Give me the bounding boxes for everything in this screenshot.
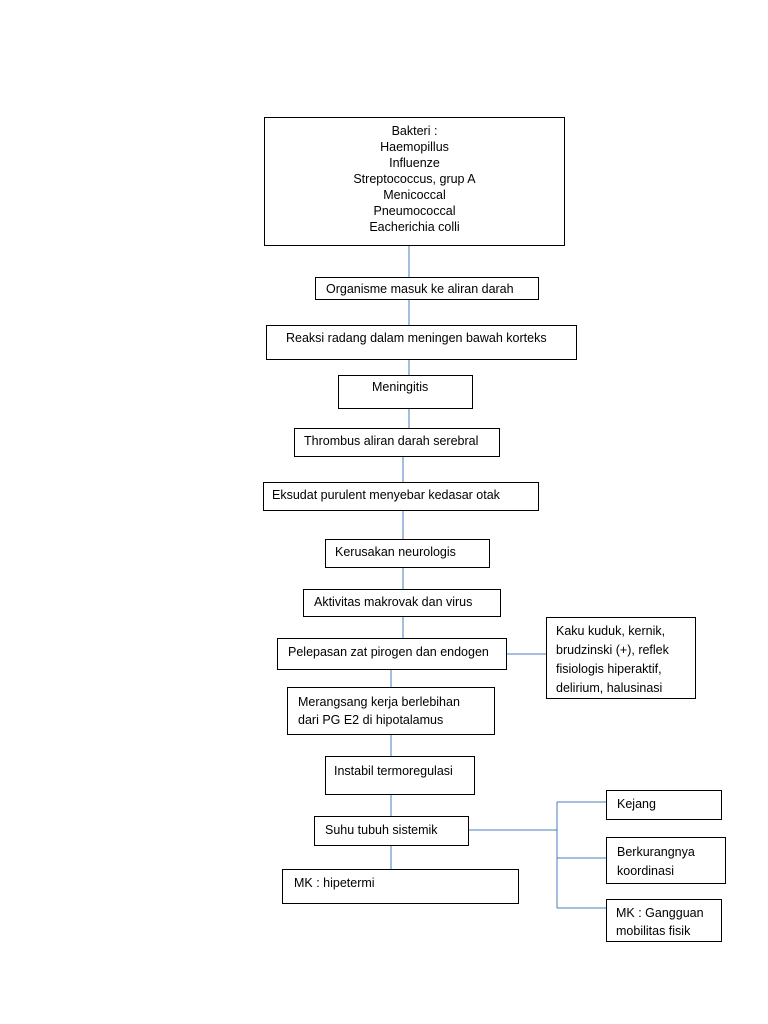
node-suhu: Suhu tubuh sistemik	[314, 816, 469, 846]
node-berkurangnya: Berkurangnya koordinasi	[606, 837, 726, 884]
node-kaku-line-1: Kaku kuduk, kernik,	[556, 624, 666, 638]
node-meningitis-line-1: Meningitis	[372, 380, 429, 394]
node-thrombus-line-1: Thrombus aliran darah serebral	[304, 434, 479, 448]
node-kejang: Kejang	[606, 790, 722, 820]
node-gangguan-line-2: mobilitas fisik	[616, 924, 691, 938]
node-eksudat: Eksudat purulent menyebar kedasar otak	[263, 482, 539, 511]
node-aktivitas-line-1: Aktivitas makrovak dan virus	[314, 595, 473, 609]
node-gangguan-line-1: MK : Gangguan	[616, 906, 704, 920]
node-pelepasan-line-1: Pelepasan zat pirogen dan endogen	[288, 645, 489, 659]
node-berkurangnya-line-1: Berkurangnya	[617, 845, 695, 859]
node-organisme: Organisme masuk ke aliran darah	[315, 277, 539, 300]
node-merangsang: Merangsang kerja berlebihan dari PG E2 d…	[287, 687, 495, 735]
node-instabil: Instabil termoregulasi	[325, 756, 475, 795]
node-meningitis: Meningitis	[338, 375, 473, 409]
node-kerusakan-line-1: Kerusakan neurologis	[335, 545, 456, 559]
node-merangsang-line-2: dari PG E2 di hipotalamus	[298, 713, 444, 727]
node-bakteri-line-6: Pneumococcal	[373, 204, 456, 218]
node-pelepasan: Pelepasan zat pirogen dan endogen	[277, 638, 507, 670]
node-kaku-line-4: delirium, halusinasi	[556, 681, 663, 695]
node-eksudat-line-1: Eksudat purulent menyebar kedasar otak	[272, 488, 500, 502]
node-kerusakan: Kerusakan neurologis	[325, 539, 490, 568]
node-kaku-line-3: fisiologis hiperaktif,	[556, 662, 662, 676]
node-berkurangnya-line-2: koordinasi	[617, 864, 674, 878]
node-aktivitas: Aktivitas makrovak dan virus	[303, 589, 501, 617]
node-bakteri-line-3: Influenze	[389, 156, 440, 170]
node-suhu-line-1: Suhu tubuh sistemik	[325, 823, 438, 837]
node-bakteri-line-7: Eacherichia colli	[369, 220, 460, 234]
node-gangguan: MK : Gangguan mobilitas fisik	[606, 899, 722, 942]
node-reaksi-line-1: Reaksi radang dalam meningen bawah korte…	[286, 331, 547, 345]
node-hipetermi: MK : hipetermi	[282, 869, 519, 904]
node-bakteri-line-2: Haemopillus	[380, 140, 449, 154]
node-bakteri: Bakteri : Haemopillus Influenze Streptoc…	[264, 117, 565, 246]
node-instabil-line-1: Instabil termoregulasi	[334, 764, 453, 778]
node-thrombus: Thrombus aliran darah serebral	[294, 428, 500, 457]
node-bakteri-line-1: Bakteri :	[391, 124, 438, 138]
node-hipetermi-line-1: MK : hipetermi	[294, 876, 375, 890]
node-bakteri-line-5: Menicoccal	[383, 188, 446, 202]
node-kaku-line-2: brudzinski (+), reflek	[556, 643, 669, 657]
node-kejang-line-1: Kejang	[617, 797, 656, 811]
node-organisme-line-1: Organisme masuk ke aliran darah	[326, 282, 514, 296]
node-reaksi: Reaksi radang dalam meningen bawah korte…	[266, 325, 577, 360]
node-merangsang-line-1: Merangsang kerja berlebihan	[298, 695, 460, 709]
node-bakteri-line-4: Streptococcus, grup A	[353, 172, 476, 186]
node-kaku: Kaku kuduk, kernik, brudzinski (+), refl…	[546, 617, 696, 699]
